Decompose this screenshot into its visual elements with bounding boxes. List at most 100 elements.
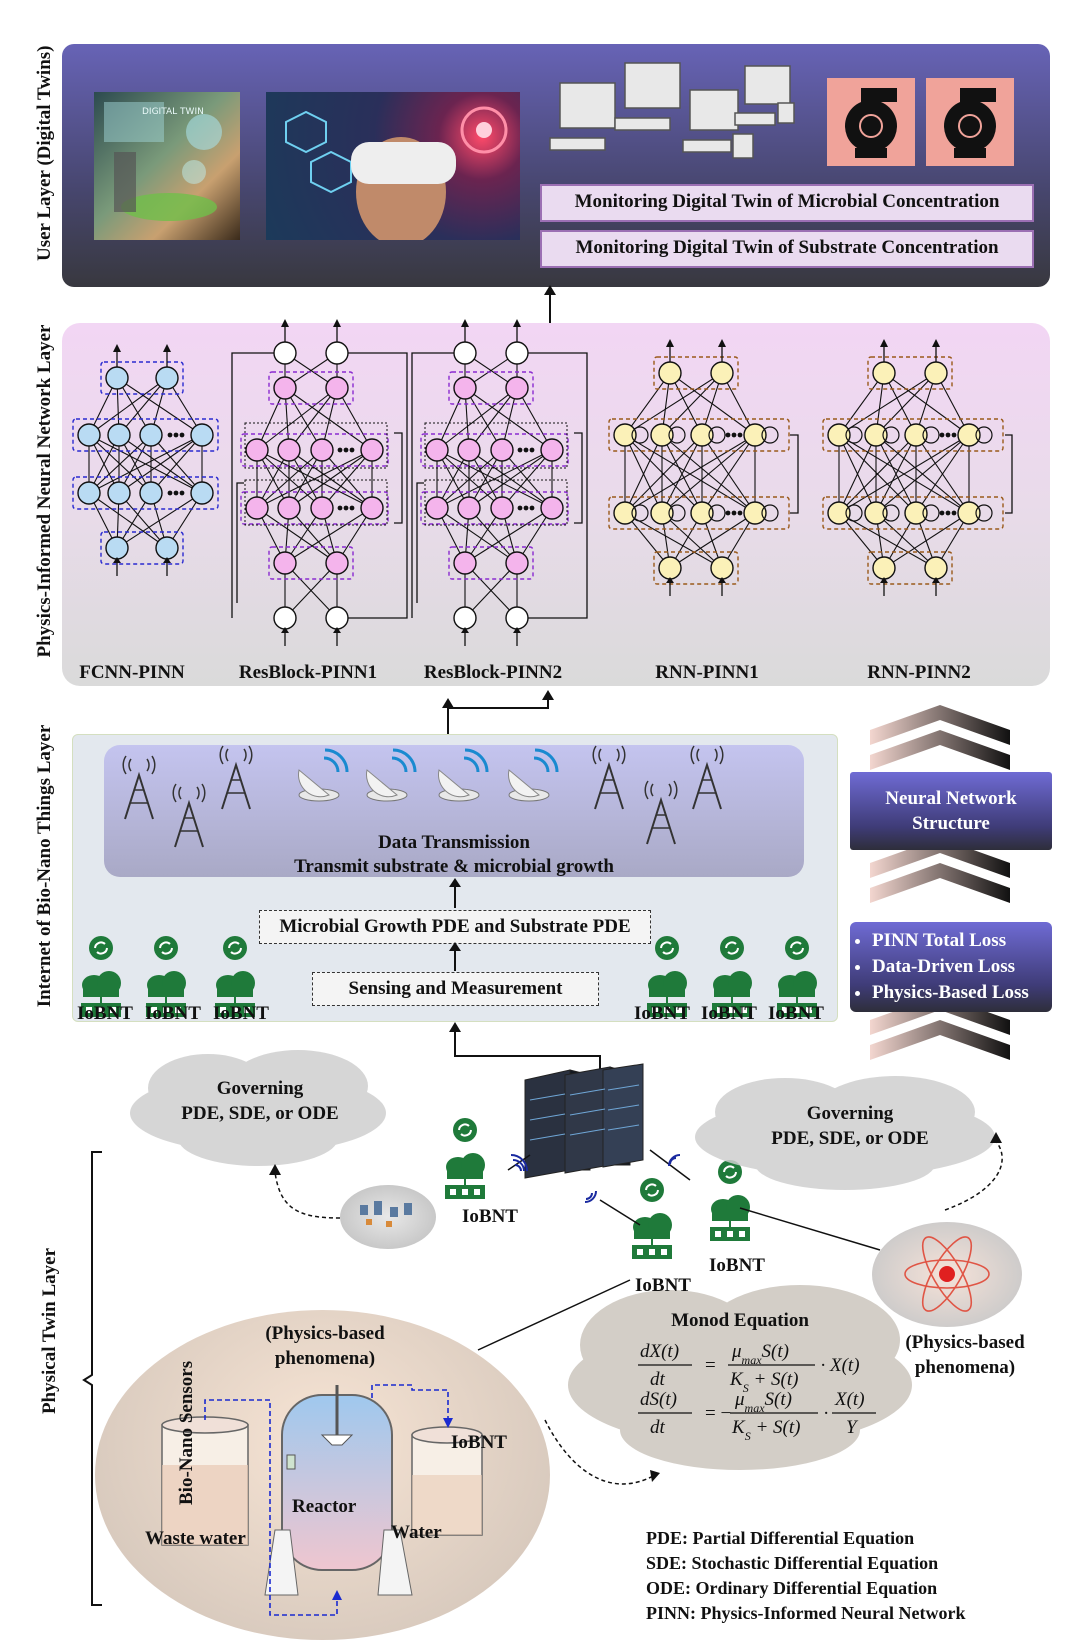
antenna-tower-icon — [690, 745, 724, 810]
arrow-to-user-layer — [544, 285, 556, 323]
satellite-dish-icon — [366, 748, 417, 802]
svg-text:KS + S(t): KS + S(t) — [731, 1417, 800, 1443]
atom-icon — [904, 1236, 990, 1312]
loss-item-data: Data-Driven Loss — [872, 954, 1052, 980]
phenomena-right-line1: (Physics-based — [905, 1332, 1025, 1353]
monitor-microbial-box: Monitoring Digital Twin of Microbial Con… — [540, 184, 1034, 222]
nn-node — [453, 376, 477, 400]
nn-node — [310, 496, 334, 520]
nn-node — [457, 438, 481, 462]
nn-node — [325, 551, 349, 575]
nn-node — [690, 423, 714, 447]
nn-node — [425, 496, 449, 520]
nn-node — [957, 423, 981, 447]
net-title-resblock2: ResBlock-PINN2 — [423, 662, 563, 683]
nn-node — [310, 438, 334, 462]
data-transmission-title: Data Transmission — [378, 832, 530, 853]
svg-text:dX(t): dX(t) — [640, 1341, 679, 1362]
phenomena-center-line1: (Physics-based — [265, 1323, 385, 1344]
nn-node — [245, 438, 269, 462]
lab-illustration-icon — [104, 102, 222, 221]
nn-node — [139, 481, 163, 505]
nn-node — [957, 501, 981, 525]
iobnt-internal-arrows — [449, 878, 461, 971]
satellite-dish-icon — [298, 748, 349, 802]
nn-node — [743, 423, 767, 447]
digital-twin-lab-image: DIGITAL TWIN — [94, 92, 240, 240]
svg-text:μmaxS(t): μmaxS(t) — [734, 1389, 792, 1415]
iobnt-device-icon — [710, 1160, 750, 1241]
svg-text:dt: dt — [650, 1417, 666, 1438]
nn-node — [457, 496, 481, 520]
nn-structure-text: Neural Network Structure — [885, 788, 1017, 834]
nn-node — [904, 423, 928, 447]
fcnn-pinn-net — [72, 344, 219, 576]
legend-pinn: PINN: Physics-Informed Neural Network — [646, 1603, 966, 1623]
phenomena-center-text: (Physics-based phenomena) — [235, 1321, 415, 1371]
iobnt-device-icon — [81, 936, 121, 1017]
nn-node — [190, 423, 214, 447]
nn-node — [690, 501, 714, 525]
monod-equations: dX(t)dt = μmaxS(t) KS + S(t) ·X(t) dS(t)… — [638, 1341, 876, 1443]
sensing-box: Sensing and Measurement — [312, 972, 599, 1006]
reactor-illustration — [161, 1384, 483, 1616]
iobnt-label-1: IoBNT — [77, 1003, 133, 1024]
iobnt-label-6: IoBNT — [768, 1003, 824, 1024]
svg-text:·: · — [823, 1403, 829, 1424]
server-rack-icon — [524, 1063, 644, 1179]
nn-node — [613, 423, 637, 447]
legend-ode: ODE: Ordinary Differential Equation — [646, 1578, 938, 1598]
nn-node — [827, 423, 851, 447]
user-head-icon-1 — [827, 78, 915, 166]
resblock-pinn1-net — [231, 319, 408, 646]
nn-node — [540, 438, 564, 462]
waste-water-label: Waste water — [145, 1528, 246, 1549]
iobnt-device-icon — [215, 936, 255, 1017]
nn-node — [360, 438, 384, 462]
svg-text:X(t): X(t) — [834, 1389, 865, 1410]
nn-node — [77, 423, 101, 447]
antenna-tower-icon — [592, 745, 626, 810]
loss-item-physics: Physics-Based Loss — [872, 980, 1052, 1006]
nn-node — [245, 496, 269, 520]
svg-text:= −: = − — [705, 1403, 731, 1424]
monod-cloud — [568, 1285, 912, 1470]
svg-text:X(t): X(t) — [829, 1355, 860, 1376]
bio-nano-sensors-label: Bio-Nano Sensors — [176, 1360, 197, 1505]
satellite-dish-icon — [508, 748, 559, 802]
net-title-rnn1: RNN-PINN1 — [655, 662, 759, 683]
cloud-left-line1: Governing — [216, 1078, 304, 1099]
nn-node — [864, 501, 888, 525]
abbreviation-legend: PDE: Partial Differential Equation SDE: … — [646, 1526, 965, 1626]
nn-node — [743, 501, 767, 525]
iobnt-device-icon — [712, 936, 752, 1017]
iobnt-label-phys-2: IoBNT — [635, 1275, 691, 1296]
neural-network-diagrams — [72, 319, 1013, 646]
nn-node — [325, 376, 349, 400]
svg-text:dS(t): dS(t) — [640, 1389, 677, 1410]
iobnt-label-3: IoBNT — [213, 1003, 269, 1024]
phenomena-center-line2: phenomena) — [274, 1348, 376, 1369]
nn-node — [827, 501, 851, 525]
cloud-left-line2: PDE, SDE, or ODE — [181, 1103, 339, 1124]
rnn-pinn2-net — [822, 339, 1004, 596]
nn-node — [190, 481, 214, 505]
arrow-to-pinn-layer — [442, 690, 554, 734]
nn-node — [273, 376, 297, 400]
nn-node — [277, 438, 301, 462]
atom-image — [872, 1222, 1022, 1327]
phenomena-right-line2: phenomena) — [914, 1357, 1016, 1378]
data-transmission-subtitle: Transmit substrate & microbial growth — [294, 856, 614, 877]
nn-node — [490, 496, 514, 520]
monitor-substrate-box: Monitoring Digital Twin of Substrate Con… — [540, 230, 1034, 268]
lab-image-caption: DIGITAL TWIN — [142, 107, 204, 117]
loss-item-total: PINN Total Loss — [872, 928, 1052, 954]
resblock-pinn2-net — [411, 319, 588, 646]
nn-node — [490, 438, 514, 462]
nn-node — [77, 481, 101, 505]
vr-headset-image — [266, 92, 520, 240]
iobnt-device-icon — [445, 1118, 485, 1199]
iobnt-label-2: IoBNT — [145, 1003, 201, 1024]
svg-text:·: · — [820, 1355, 826, 1376]
